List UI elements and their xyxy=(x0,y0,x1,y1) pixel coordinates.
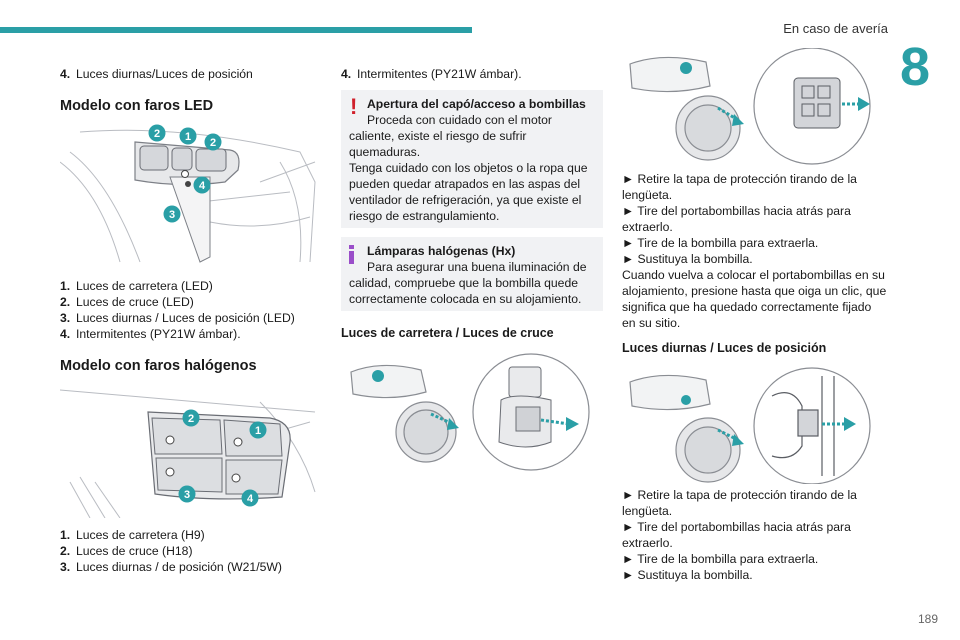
step-line: lengüeta. xyxy=(622,504,673,518)
info-box: Lámparas halógenas (Hx) Para asegurar un… xyxy=(341,237,603,311)
chapter-number: 8 xyxy=(899,37,930,97)
section-title: En caso de avería xyxy=(783,21,888,36)
list-text: Luces de carretera (LED) xyxy=(76,279,213,293)
list-item: 1. Luces de carretera (H9) xyxy=(60,527,320,543)
halogen-headlamp-illustration: 2 1 3 4 xyxy=(60,389,316,518)
list-item: 1. Luces de carretera (LED) xyxy=(60,278,320,294)
item4: 4. Intermitentes (PY21W ámbar). xyxy=(341,66,603,82)
warning-title: Apertura del capó/acceso a bombillas xyxy=(367,97,586,111)
info-line: correctamente colocada en su alojamiento… xyxy=(349,292,582,306)
led-headlamp-illustration: 2 1 2 4 3 xyxy=(60,124,316,263)
step-line: ► Tire del portabombillas hacia atrás pa… xyxy=(622,204,851,218)
led-callout: 4 xyxy=(199,180,206,192)
list-text: Luces diurnas/Luces de posición xyxy=(76,67,253,81)
list-item: 2. Luces de cruce (LED) xyxy=(60,294,320,310)
step-line: ► Sustituya la bombilla. xyxy=(622,252,753,266)
warning-line: caliente, existe el riesgo de sufrir xyxy=(349,129,527,143)
drl-bulb-illustration xyxy=(629,367,871,484)
header-accent-bar xyxy=(0,27,472,33)
step-line: ► Retire la tapa de protección tirando d… xyxy=(622,172,857,186)
list-text: Luces de carretera (H9) xyxy=(76,528,205,542)
page-number: 189 xyxy=(917,612,938,626)
list-text: Intermitentes (PY21W ámbar). xyxy=(76,327,241,341)
warning-line: riesgo de estrangulamiento. xyxy=(349,209,500,223)
warning-box: ! Apertura del capó/acceso a bombillas P… xyxy=(341,90,603,228)
list-item: 2. Luces de cruce (H18) xyxy=(60,543,320,559)
led-callout: 1 xyxy=(185,131,191,143)
led-callout: 2 xyxy=(210,137,216,149)
steps-b: ► Retire la tapa de protección tirando d… xyxy=(622,487,892,583)
step-line: extraerlo. xyxy=(622,220,673,234)
list-item: 3. Luces diurnas / Luces de posición (LED… xyxy=(60,310,320,326)
info-icon xyxy=(349,245,354,264)
list-text: Luces de cruce (H18) xyxy=(76,544,193,558)
list-number: 2. xyxy=(60,544,71,558)
halogen-heading: Modelo con faros halógenos xyxy=(60,358,257,374)
cover-removal-illustration xyxy=(629,48,871,165)
warning-line: Proceda con cuidado con el motor xyxy=(367,113,552,127)
list-number: 4. xyxy=(60,67,71,81)
step-line: Cuando vuelva a colocar el portabombilla… xyxy=(622,268,885,282)
warning-line: quemaduras. xyxy=(349,145,421,159)
list-number: 1. xyxy=(60,528,71,542)
info-line: calidad, compruebe que la bombilla quede xyxy=(349,276,579,290)
list-number: 3. xyxy=(60,560,71,574)
list-number: 1. xyxy=(60,279,71,293)
list-text: Luces diurnas / Luces de posición (LED) xyxy=(76,311,295,325)
halogen-callout: 4 xyxy=(247,493,254,505)
intro-list-item: 4. Luces diurnas/Luces de posición xyxy=(60,66,320,82)
step-line: ► Sustituya la bombilla. xyxy=(622,568,753,582)
list-number: 4. xyxy=(60,327,71,341)
step-line: extraerlo. xyxy=(622,536,673,550)
step-line: alojamiento, presione hasta que oiga un … xyxy=(622,284,887,298)
list-text: Intermitentes (PY21W ámbar). xyxy=(357,67,522,81)
list-item: 4. Intermitentes (PY21W ámbar). xyxy=(60,326,320,342)
halogen-callout: 2 xyxy=(188,413,194,425)
led-callout: 2 xyxy=(154,128,160,140)
warning-icon: ! xyxy=(350,94,358,119)
halogen-list: 1. Luces de carretera (H9) 2. Luces de cru… xyxy=(60,527,320,575)
led-list: 1. Luces de carretera (LED) 2. Luces de cr… xyxy=(60,278,320,342)
list-number: 3. xyxy=(60,311,71,325)
step-line: ► Tire de la bombilla para extraerla. xyxy=(622,552,819,566)
drl-heading: Luces diurnas / Luces de posición xyxy=(622,341,827,355)
step-line: ► Tire de la bombilla para extraerla. xyxy=(622,236,819,250)
step-line: significa que ha quedado correctamente f… xyxy=(622,300,872,314)
beam-heading: Luces de carretera / Luces de cruce xyxy=(341,326,554,340)
led-heading: Modelo con faros LED xyxy=(60,98,214,114)
list-number: 2. xyxy=(60,295,71,309)
step-line: ► Retire la tapa de protección tirando d… xyxy=(622,488,857,502)
led-callout: 3 xyxy=(169,209,175,221)
list-text: Luces de cruce (LED) xyxy=(76,295,194,309)
warning-line: Tenga cuidado con los objetos o la ropa … xyxy=(349,161,588,175)
halogen-callout: 3 xyxy=(184,489,190,501)
steps-a: ► Retire la tapa de protección tirando d… xyxy=(622,171,892,331)
info-title: Lámparas halógenas (Hx) xyxy=(367,244,516,258)
halogen-callout: 1 xyxy=(255,425,261,437)
info-line: Para asegurar una buena iluminación de xyxy=(367,260,587,274)
step-line: ► Tire del portabombillas hacia atrás pa… xyxy=(622,520,851,534)
list-text: Luces diurnas / de posición (W21/5W) xyxy=(76,560,282,574)
beam-bulb-illustration xyxy=(350,353,590,471)
step-line: lengüeta. xyxy=(622,188,673,202)
warning-line: pueden quedar atrapados en las aspas del xyxy=(349,177,581,191)
step-line: en su sitio. xyxy=(622,316,681,330)
warning-line: ventilador de refrigeración, ya que exis… xyxy=(349,193,582,207)
list-item: 3. Luces diurnas / de posición (W21/5W) xyxy=(60,559,320,575)
list-number: 4. xyxy=(341,67,352,81)
